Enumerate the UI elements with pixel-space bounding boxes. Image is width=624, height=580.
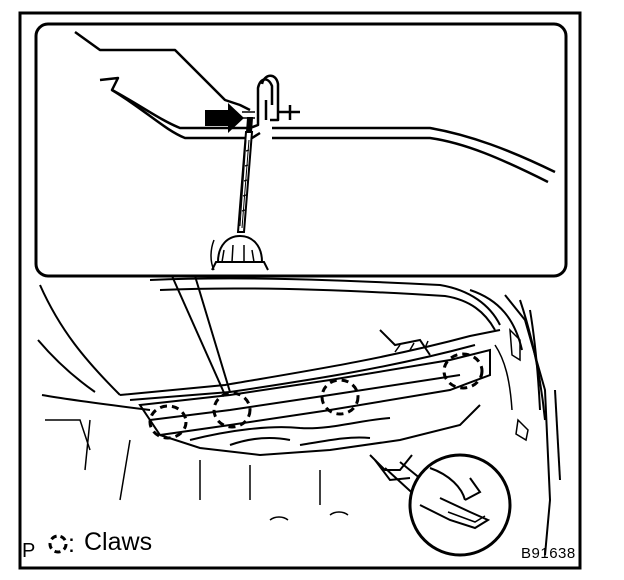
claw-marker (212, 391, 252, 429)
detail-callout (74, 30, 556, 184)
claw-marker (320, 378, 360, 416)
svg-text::: : (68, 530, 75, 558)
detail-leader (171, 275, 231, 396)
detail-callout-frame (34, 22, 568, 278)
screwdriver-icon (210, 117, 269, 271)
arrow-right-icon (205, 103, 244, 133)
legend-marker: P (22, 540, 36, 562)
dashed-circle-icon (48, 534, 68, 554)
legend-claws-label: Claws (84, 528, 153, 556)
figure-code: B91638 (521, 545, 576, 562)
vehicle-scene (37, 277, 561, 556)
claw-markers (148, 352, 484, 440)
claw-marker (148, 404, 188, 440)
claw-marker (442, 352, 484, 390)
round-detail-callout (384, 453, 512, 557)
